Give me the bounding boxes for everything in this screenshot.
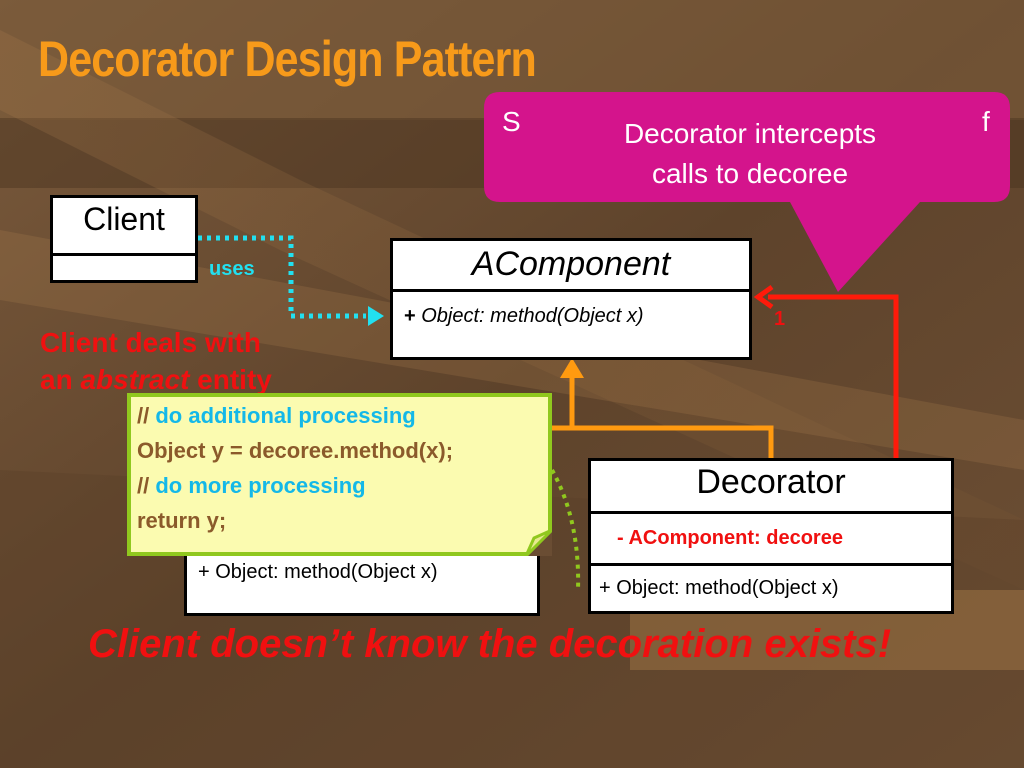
- callout-hidden-text-right: f: [982, 106, 990, 137]
- acomponent-divider: [393, 289, 749, 292]
- code-line-1: // do additional processing: [137, 403, 416, 429]
- decorator-divider-2: [591, 563, 951, 566]
- multiplicity-label: 1: [774, 308, 786, 330]
- note-folded-corner: [526, 530, 552, 556]
- slide-title: Decorator Design Pattern: [38, 31, 537, 87]
- decoree-assoc-arrow: [768, 294, 899, 458]
- acomponent-op-prefix: +: [404, 305, 422, 327]
- callout-line-1: Decorator intercepts: [623, 118, 877, 149]
- decorator-class-box: Decorator - AComponent: decoree + Object…: [588, 458, 954, 614]
- code-line-4: return y;: [137, 508, 227, 533]
- callout-hidden-text-left: S: [502, 106, 521, 137]
- client-class-name: Client: [83, 201, 165, 237]
- client-note-line-1: Client deals with: [40, 327, 261, 358]
- acomponent-operation: + Object: method(Object x): [404, 305, 644, 328]
- code-comment-text-1: do additional processing: [149, 403, 416, 428]
- decorator-divider-1: [591, 511, 951, 514]
- callout-bubble: [484, 92, 1010, 292]
- callout-line-2: calls to decoree: [651, 158, 849, 189]
- code-comment-marker-3: //: [137, 473, 150, 498]
- bottom-message: Client doesn’t know the decoration exist…: [88, 622, 892, 666]
- code-line-3: // do more processing: [137, 473, 366, 499]
- code-note: // do additional processing Object y = d…: [127, 393, 552, 556]
- acomponent-class-name: AComponent: [471, 245, 671, 283]
- client-divider: [53, 253, 195, 256]
- uses-label: uses: [209, 258, 255, 280]
- concrete-component-operation: + Object: method(Object x): [198, 561, 438, 583]
- client-note-prefix: an: [40, 364, 81, 395]
- code-comment-text-3: do more processing: [149, 473, 366, 498]
- code-comment-marker-1: //: [137, 403, 150, 428]
- client-note-suffix: entity: [189, 364, 272, 395]
- note-link: [550, 469, 581, 591]
- code-line-2: Object y = decoree.method(x);: [137, 438, 454, 463]
- client-note-emphasis: abstract: [80, 364, 190, 395]
- decorator-attribute: - AComponent: decoree: [617, 527, 843, 549]
- client-class-box: Client: [50, 195, 198, 283]
- decorator-operation: + Object: method(Object x): [599, 577, 839, 599]
- client-note-line-2: an abstract entity: [40, 364, 272, 396]
- callout-text: Decorator intercepts calls to decoree: [540, 114, 960, 194]
- decoree-assoc-arrowhead: [753, 284, 774, 310]
- acomponent-op-signature: Object: method(Object x): [421, 305, 644, 327]
- uses-arrowhead: [368, 306, 384, 326]
- acomponent-class-box: AComponent + Object: method(Object x): [390, 238, 752, 360]
- inherit-arrowhead: [560, 358, 584, 378]
- uses-arrow: [198, 235, 366, 319]
- decorator-class-name: Decorator: [696, 463, 846, 501]
